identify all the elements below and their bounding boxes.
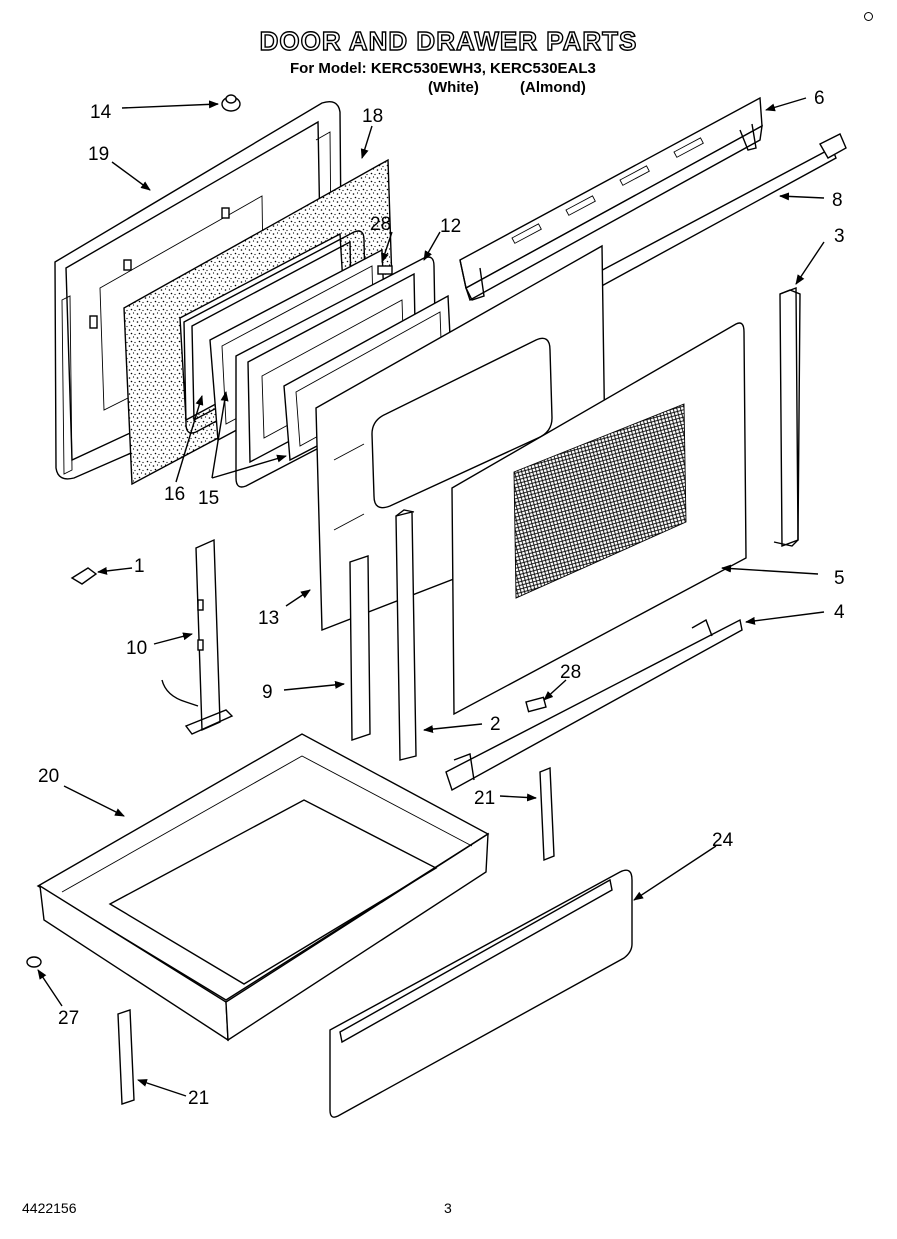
callout-18: 18 xyxy=(362,106,383,127)
part-24-drawer-front xyxy=(329,869,633,1118)
callout-14: 14 xyxy=(90,102,112,123)
part-28-clip-lower xyxy=(525,696,547,713)
callout-28-upper: 28 xyxy=(370,214,391,235)
callout-13: 13 xyxy=(258,608,279,629)
callout-21-right: 21 xyxy=(474,788,495,809)
part-20-drawer xyxy=(36,733,490,1042)
part-14-bumper xyxy=(221,94,241,112)
part-3-side-trim xyxy=(773,286,801,548)
callout-16: 16 xyxy=(164,484,185,505)
leader-arrows xyxy=(37,97,825,1097)
callout-24: 24 xyxy=(712,830,734,851)
variant-white: (White) xyxy=(428,79,479,96)
callout-12: 12 xyxy=(440,216,461,237)
part-28-clip-upper xyxy=(377,265,393,275)
part-27-screw xyxy=(26,956,42,968)
part-5-outer-door xyxy=(451,322,747,716)
page-title: DOOR AND DRAWER PARTS xyxy=(259,25,638,56)
callout-20: 20 xyxy=(38,766,59,787)
part-4-bottom-trim xyxy=(445,618,743,792)
callout-6: 6 xyxy=(814,88,825,109)
callout-15: 15 xyxy=(198,488,219,509)
part-6-top-trim xyxy=(459,96,763,302)
callout-3: 3 xyxy=(834,226,845,247)
part-21-slide-left xyxy=(117,1009,135,1105)
callout-19: 19 xyxy=(88,144,109,165)
part-code: 4422156 xyxy=(22,1200,77,1216)
part-9-channel xyxy=(349,555,371,741)
callout-2: 2 xyxy=(490,714,501,735)
callout-4: 4 xyxy=(834,602,845,623)
callout-28-lower: 28 xyxy=(560,662,581,683)
callout-5: 5 xyxy=(834,568,845,589)
part-21-slide-right xyxy=(539,766,555,862)
page-number: 3 xyxy=(444,1200,452,1216)
part-1-clip xyxy=(70,567,98,585)
callout-9: 9 xyxy=(262,682,273,703)
corner-registration-mark xyxy=(864,12,873,21)
part-10-hinge xyxy=(161,538,234,735)
callout-27: 27 xyxy=(58,1008,79,1029)
callout-10: 10 xyxy=(126,638,147,659)
part-2-channel xyxy=(395,509,417,761)
callout-1: 1 xyxy=(134,556,145,577)
model-line: For Model: KERC530EWH3, KERC530EAL3 xyxy=(290,60,596,77)
callout-21-left: 21 xyxy=(188,1088,209,1109)
variant-almond: (Almond) xyxy=(520,79,586,96)
callout-numbers: 14 18 19 28 12 6 8 3 16 15 1 10 13 5 4 2… xyxy=(38,88,845,1109)
callout-8: 8 xyxy=(832,190,843,211)
